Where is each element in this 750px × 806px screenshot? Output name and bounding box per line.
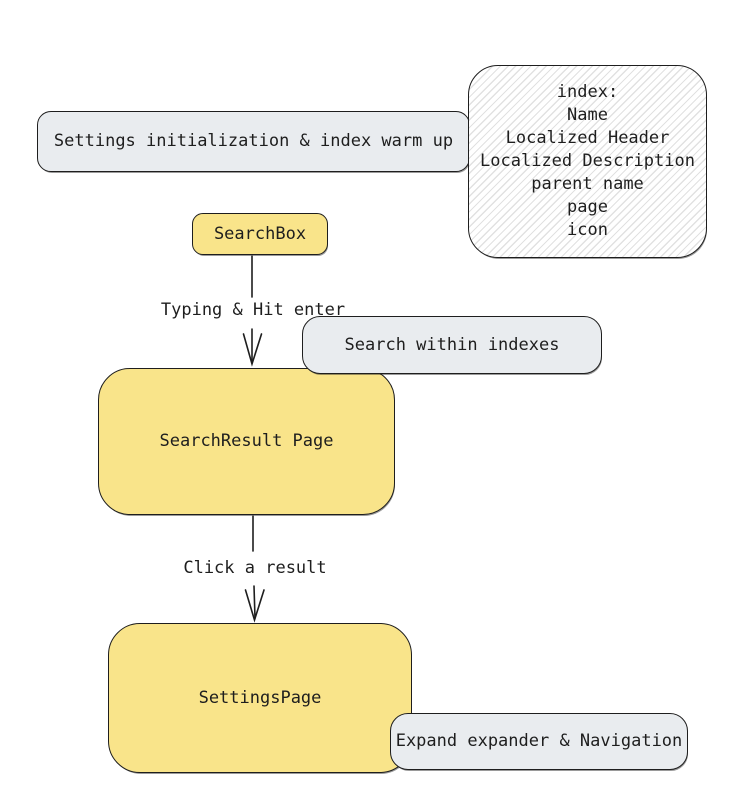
edge-label-click-a-result: Click a result — [183, 558, 327, 578]
node-search-within-indexes: Search within indexes — [302, 316, 602, 374]
edge-label-typing-hit-enter: Typing & Hit enter — [160, 300, 346, 320]
index-field-line: Localized Header — [505, 128, 670, 148]
node-settings-page: SettingsPage — [108, 623, 412, 773]
node-settings-page-label: SettingsPage — [198, 687, 322, 708]
index-field-line: parent name — [531, 174, 644, 194]
node-expand-navigation: Expand expander & Navigation — [390, 713, 688, 770]
node-settings-initialization-label: Settings initialization & index warm up — [53, 131, 454, 151]
index-field-line: Name — [567, 105, 608, 125]
index-field-line: page — [567, 197, 608, 217]
index-field-line: Localized Description — [480, 151, 695, 171]
index-field-line: index: — [556, 82, 619, 102]
index-field-line: icon — [567, 220, 608, 240]
node-expand-navigation-label: Expand expander & Navigation — [395, 731, 683, 751]
node-index-fields: index: Name Localized Header Localized D… — [468, 65, 707, 258]
node-search-box-label: SearchBox — [213, 223, 307, 244]
node-settings-initialization: Settings initialization & index warm up — [37, 111, 470, 172]
node-search-within-indexes-label: Search within indexes — [344, 334, 560, 355]
index-fields-list: index: Name Localized Header Localized D… — [480, 81, 695, 242]
node-search-result-page-label: SearchResult Page — [159, 431, 334, 451]
node-search-result-page: SearchResult Page — [98, 368, 395, 515]
node-search-box: SearchBox — [192, 213, 328, 255]
